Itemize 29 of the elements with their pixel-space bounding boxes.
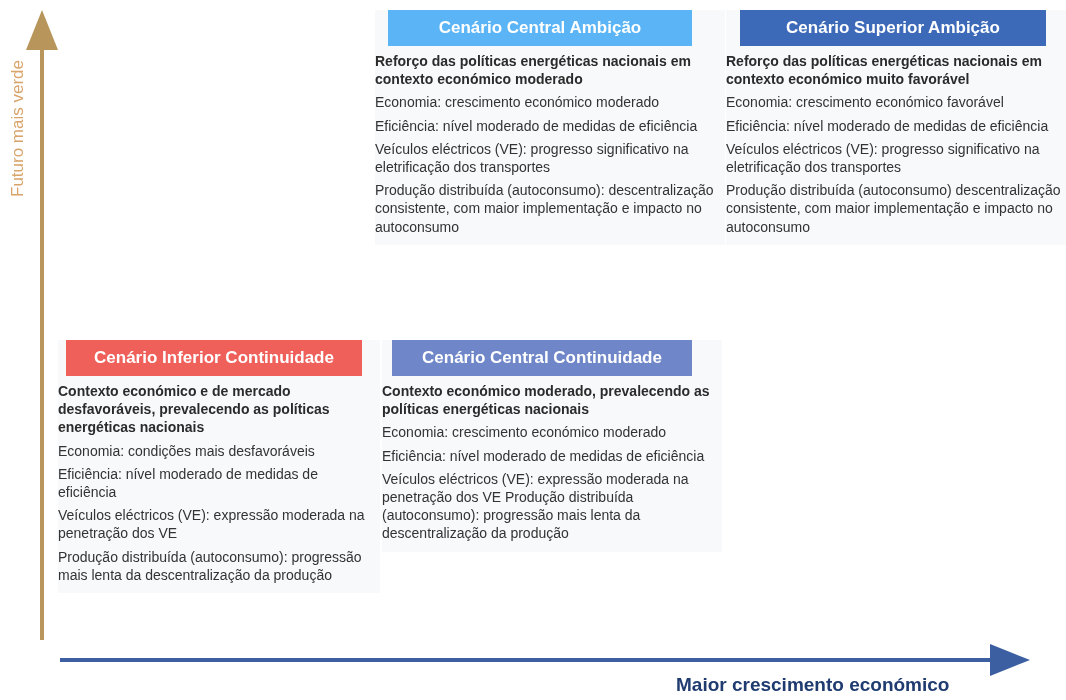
scenario-detail: Produção distribuída (autoconsumo) descentralização consistente, com maior implementação e impacto no autoconsumo [726,181,1062,236]
scenario-header: Cenário Central Continuidade [392,340,692,376]
scenario-summary: Reforço das políticas energéticas nacionais em contexto económico moderado [375,52,692,89]
scenario-header: Cenário Central Ambição [388,10,692,46]
scenario-detail: Eficiência: nível moderado de medidas de eficiência [726,116,1050,135]
vertical-axis-label: Futuro mais verde [8,60,28,197]
scenario-card [726,10,1066,245]
scenario-card [375,10,725,245]
scenario-detail: Economia: crescimento económico moderado [375,93,661,112]
scenario-detail: Economia: crescimento económico moderado [382,423,668,442]
scenario-summary: Contexto económico e de mercado desfavoráveis, prevalecendo as políticas energéticas nacionais [58,382,331,437]
scenario-card [382,340,722,552]
scenario-detail: Eficiência: nível moderado de medidas de eficiência [382,446,706,465]
scenario-detail: Produção distribuída (autoconsumo): descentralização consistente, com maior implementação e impacto no autoconsumo [375,181,715,236]
scenario-detail: Veículos eléctricos (VE): progresso significativo na eletrificação dos transportes [726,139,1041,177]
scenario-header: Cenário Superior Ambição [740,10,1046,46]
scenario-detail: Eficiência: nível moderado de medidas de eficiência [58,464,319,502]
scenario-header: Cenário Inferior Continuidade [66,340,362,376]
scenario-detail: Veículos eléctricos (VE): expressão moderada na penetração dos VE [58,506,366,543]
scenario-detail: Economia: crescimento económico favorável [726,93,1005,112]
scenario-detail: Veículos eléctricos (VE): progresso significativo na eletrificação dos transportes [375,139,690,177]
horizontal-axis-label: Maior crescimento económico [676,674,950,696]
scenario-summary: Reforço das políticas energéticas nacionais em contexto económico muito favorável [726,52,1043,89]
scenario-detail: Economia: condições mais desfavoráveis [58,441,316,460]
scenario-detail: Eficiência: nível moderado de medidas de eficiência [375,116,699,135]
scenario-card [58,340,380,593]
scenario-detail: Veículos eléctricos (VE): expressão moderada na penetração dos VE Produção distribuída (autoconsumo): progressão mais lenta da descentralização da produção [382,469,690,543]
scenario-detail: Produção distribuída (autoconsumo): progressão mais lenta da descentralização da produção [58,547,363,584]
scenario-summary: Contexto económico moderado, prevalecendo as políticas energéticas nacionais [382,382,711,419]
